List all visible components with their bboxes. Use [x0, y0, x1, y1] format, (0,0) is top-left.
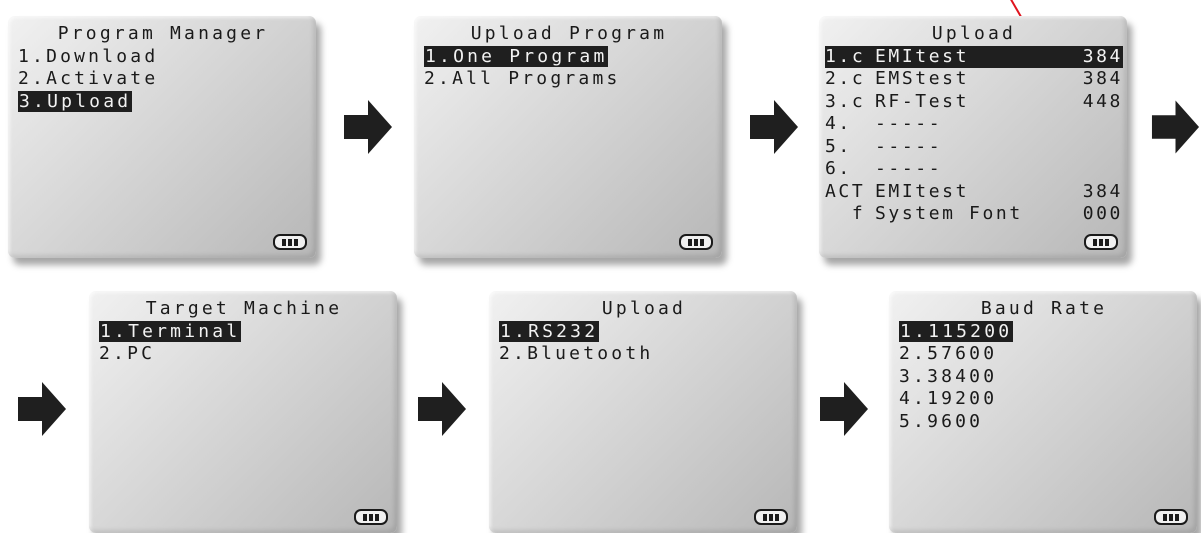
menu-item-activate[interactable]: 2.Activate — [18, 68, 159, 89]
screen-upload-program: Upload Program 1.One Program 2.All Progr… — [414, 16, 722, 258]
screen-title: Upload Program — [470, 23, 668, 44]
menu-item-one-program[interactable]: 1.One Program — [424, 45, 609, 67]
program-row[interactable]: 5.----- — [825, 135, 943, 157]
menu-item-baud-38400[interactable]: 3.38400 — [899, 365, 998, 387]
right-arrow-icon — [1150, 98, 1201, 156]
screen-baud-rate: Baud Rate 1.115200 2.57600 3.38400 4.192… — [889, 291, 1197, 533]
menu-item-download[interactable]: 1.Download — [18, 45, 159, 67]
screen-title: Program Manager — [57, 23, 269, 44]
screen-title: Upload — [931, 23, 1017, 44]
menu-item-baud-115200[interactable]: 1.115200 — [899, 320, 1014, 342]
menu-item-upload[interactable]: 3.Upload — [18, 90, 133, 112]
menu-item-baud-19200[interactable]: 4.19200 — [899, 388, 998, 409]
battery-icon — [273, 234, 307, 250]
screen-title: Target Machine — [145, 298, 343, 319]
right-arrow-icon — [748, 98, 800, 156]
battery-icon — [754, 509, 788, 525]
menu-item-all-programs[interactable]: 2.All Programs — [424, 68, 621, 89]
right-arrow-icon — [416, 380, 468, 438]
right-arrow-icon — [342, 98, 394, 156]
right-arrow-icon — [818, 380, 870, 438]
screen-upload-port: Upload 1.RS232 2.Bluetooth — [489, 291, 797, 533]
battery-icon — [354, 509, 388, 525]
menu-item-baud-57600[interactable]: 2.57600 — [899, 343, 998, 364]
battery-icon — [1154, 509, 1188, 525]
screen-title: Baud Rate — [980, 298, 1108, 319]
menu-item-bluetooth[interactable]: 2.Bluetooth — [499, 343, 654, 364]
menu-item-terminal[interactable]: 1.Terminal — [99, 320, 242, 342]
screen-program-manager: Program Manager 1.Download 2.Activate 3.… — [8, 16, 316, 258]
battery-icon — [1084, 234, 1118, 250]
menu-item-pc[interactable]: 2.PC — [99, 343, 156, 364]
menu-item-rs232[interactable]: 1.RS232 — [499, 320, 600, 342]
screen-target-machine: Target Machine 1.Terminal 2.PC — [89, 291, 397, 533]
menu-item-baud-9600[interactable]: 5.9600 — [899, 410, 984, 432]
program-row[interactable]: 6.----- — [825, 158, 943, 179]
screen-title: Upload — [601, 298, 687, 319]
program-row[interactable]: 4.----- — [825, 113, 943, 134]
right-arrow-icon — [16, 380, 68, 438]
battery-icon — [679, 234, 713, 250]
